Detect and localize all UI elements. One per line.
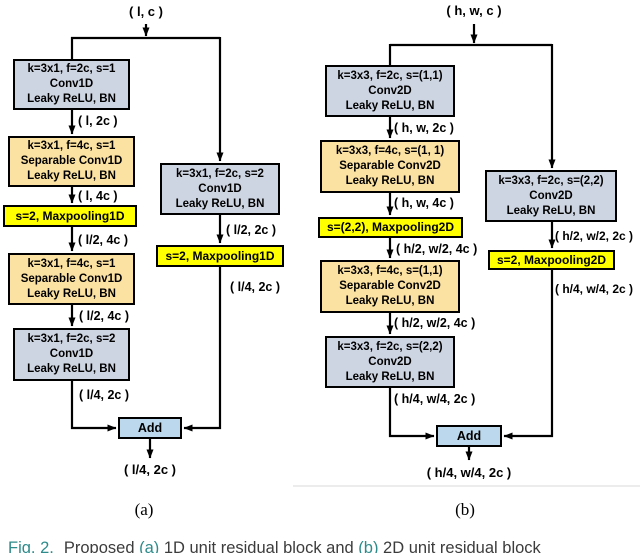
skip-conv1d-block: k=3x1, f=2c, s=2 Conv1D Leaky ReLU, BN xyxy=(160,163,280,215)
separable-conv2d-block-1: k=3x3, f=4c, s=(1, 1) Separable Conv2D L… xyxy=(320,140,460,193)
block-line: Leaky ReLU, BN xyxy=(506,204,596,217)
figure-number: Fig. 2. xyxy=(8,539,54,553)
block-line: k=3x3, f=2c, s=(2,2) xyxy=(337,340,443,353)
block-line: Separable Conv2D xyxy=(339,280,441,292)
caption-text: 2D unit residual block xyxy=(378,539,541,553)
input-shape-label-a: ( l, c ) xyxy=(129,4,163,19)
block-line: k=3x3, f=4c, s=(1,1) xyxy=(337,265,443,277)
edge-shape-label: ( l, 4c ) xyxy=(78,189,118,203)
block-line: s=2, Maxpooling2D xyxy=(496,252,607,267)
maxpooling2d-block-1: s=(2,2), Maxpooling2D xyxy=(318,217,463,238)
add-node-a: Add xyxy=(118,417,182,439)
skip-conv2d-block: k=3x3, f=2c, s=(2,2) Conv2D Leaky ReLU, … xyxy=(485,170,617,222)
block-line: Conv1D xyxy=(49,78,94,90)
input-shape-label-b: ( h, w, c ) xyxy=(446,3,502,18)
block-line: Leaky ReLU, BN xyxy=(27,363,116,375)
output-shape-label-a: ( l/4, 2c ) xyxy=(123,462,177,477)
block-line: Conv1D xyxy=(49,348,94,360)
conv2d-block-2: k=3x3, f=2c, s=(2,2) Conv2D Leaky ReLU, … xyxy=(325,336,455,388)
subfigure-caption-b: (b) xyxy=(455,500,475,519)
block-line: Conv2D xyxy=(368,355,412,368)
caption-ref-a: (a) xyxy=(139,539,160,553)
figure-divider-line xyxy=(293,485,640,487)
block-line: Leaky ReLU, BN xyxy=(27,93,116,105)
block-line: Leaky ReLU, BN xyxy=(27,170,116,182)
block-line: Leaky ReLU, BN xyxy=(345,175,435,187)
subfigure-caption-a: (a) xyxy=(134,500,154,519)
block-line: k=3x1, f=4c, s=1 xyxy=(27,140,116,152)
edge-shape-label: ( h/2, w/2, 4c ) xyxy=(396,242,478,256)
block-line: k=3x1, f=2c, s=2 xyxy=(176,167,264,180)
block-line: Leaky ReLU, BN xyxy=(345,99,435,112)
edge-shape-label: ( h, w, 2c ) xyxy=(394,121,454,135)
edge-shape-label: ( l/4, 2c ) xyxy=(230,280,281,294)
edge-shape-label: ( h/2, w/2, 4c ) xyxy=(394,316,476,330)
edge-shape-label: ( l/2, 4c ) xyxy=(78,233,129,247)
skip-maxpooling1d-block: s=2, Maxpooling1D xyxy=(156,245,284,267)
caption-ref-b: (b) xyxy=(358,539,379,553)
separable-conv1d-block-1: k=3x1, f=4c, s=1 Separable Conv1D Leaky … xyxy=(8,136,135,187)
block-line: s=(2,2), Maxpooling2D xyxy=(326,220,455,234)
edge-shape-label: ( l/2, 4c ) xyxy=(79,309,130,323)
block-line: Conv2D xyxy=(529,189,573,202)
block-line: s=2, Maxpooling1D xyxy=(15,208,125,223)
block-line: Leaky ReLU, BN xyxy=(345,370,435,383)
edge-shape-label: ( h/2, w/2, 2c ) xyxy=(555,229,634,243)
block-line: k=3x3, f=2c, s=(2,2) xyxy=(498,174,604,187)
edge-shape-label: ( l/2, 2c ) xyxy=(226,223,277,237)
block-line: k=3x1, f=2c, s=1 xyxy=(27,63,116,75)
block-line: s=2, Maxpooling1D xyxy=(165,248,275,263)
block-line: k=3x1, f=4c, s=1 xyxy=(27,257,116,270)
add-label: Add xyxy=(456,428,482,443)
block-line: Leaky ReLU, BN xyxy=(27,287,116,300)
separable-conv1d-block-2: k=3x1, f=4c, s=1 Separable Conv1D Leaky … xyxy=(8,253,135,305)
edge-shape-label: ( l, 2c ) xyxy=(78,114,118,128)
block-line: k=3x3, f=4c, s=(1, 1) xyxy=(335,145,445,157)
output-shape-label-b: ( h/4, w/4, 2c ) xyxy=(426,465,512,480)
caption-text: 1D unit residual block and xyxy=(159,539,359,553)
separable-conv2d-block-2: k=3x3, f=4c, s=(1,1) Separable Conv2D Le… xyxy=(320,260,460,313)
block-line: Separable Conv2D xyxy=(339,160,441,172)
block-line: Separable Conv1D xyxy=(20,272,123,285)
skip-maxpooling2d-block: s=2, Maxpooling2D xyxy=(488,250,615,270)
block-line: k=3x1, f=2c, s=2 xyxy=(27,333,116,345)
edge-shape-label: ( h/4, w/4, 2c ) xyxy=(394,392,476,406)
add-node-b: Add xyxy=(436,425,502,447)
figure-caption: Fig. 2. Proposed (a) 1D unit residual blo… xyxy=(8,539,541,553)
block-line: Conv1D xyxy=(198,182,242,195)
block-line: Separable Conv1D xyxy=(20,155,123,167)
block-line: k=3x3, f=2c, s=(1,1) xyxy=(337,69,443,82)
block-line: Leaky ReLU, BN xyxy=(175,197,265,210)
block-line: Leaky ReLU, BN xyxy=(345,295,435,307)
edge-shape-label: ( h, w, 4c ) xyxy=(394,196,454,210)
conv2d-block-1: k=3x3, f=2c, s=(1,1) Conv2D Leaky ReLU, … xyxy=(325,65,455,117)
edge-shape-label: ( l/4, 2c ) xyxy=(79,388,130,402)
add-label: Add xyxy=(137,420,163,435)
edge-shape-label: ( h/4, w/4, 2c ) xyxy=(555,282,634,296)
block-line: Conv2D xyxy=(368,84,412,97)
conv1d-block-2: k=3x1, f=2c, s=2 Conv1D Leaky ReLU, BN xyxy=(13,328,130,381)
maxpooling1d-block-1: s=2, Maxpooling1D xyxy=(3,205,137,227)
conv1d-block-1: k=3x1, f=2c, s=1 Conv1D Leaky ReLU, BN xyxy=(13,59,130,110)
caption-text: Proposed xyxy=(63,539,140,553)
